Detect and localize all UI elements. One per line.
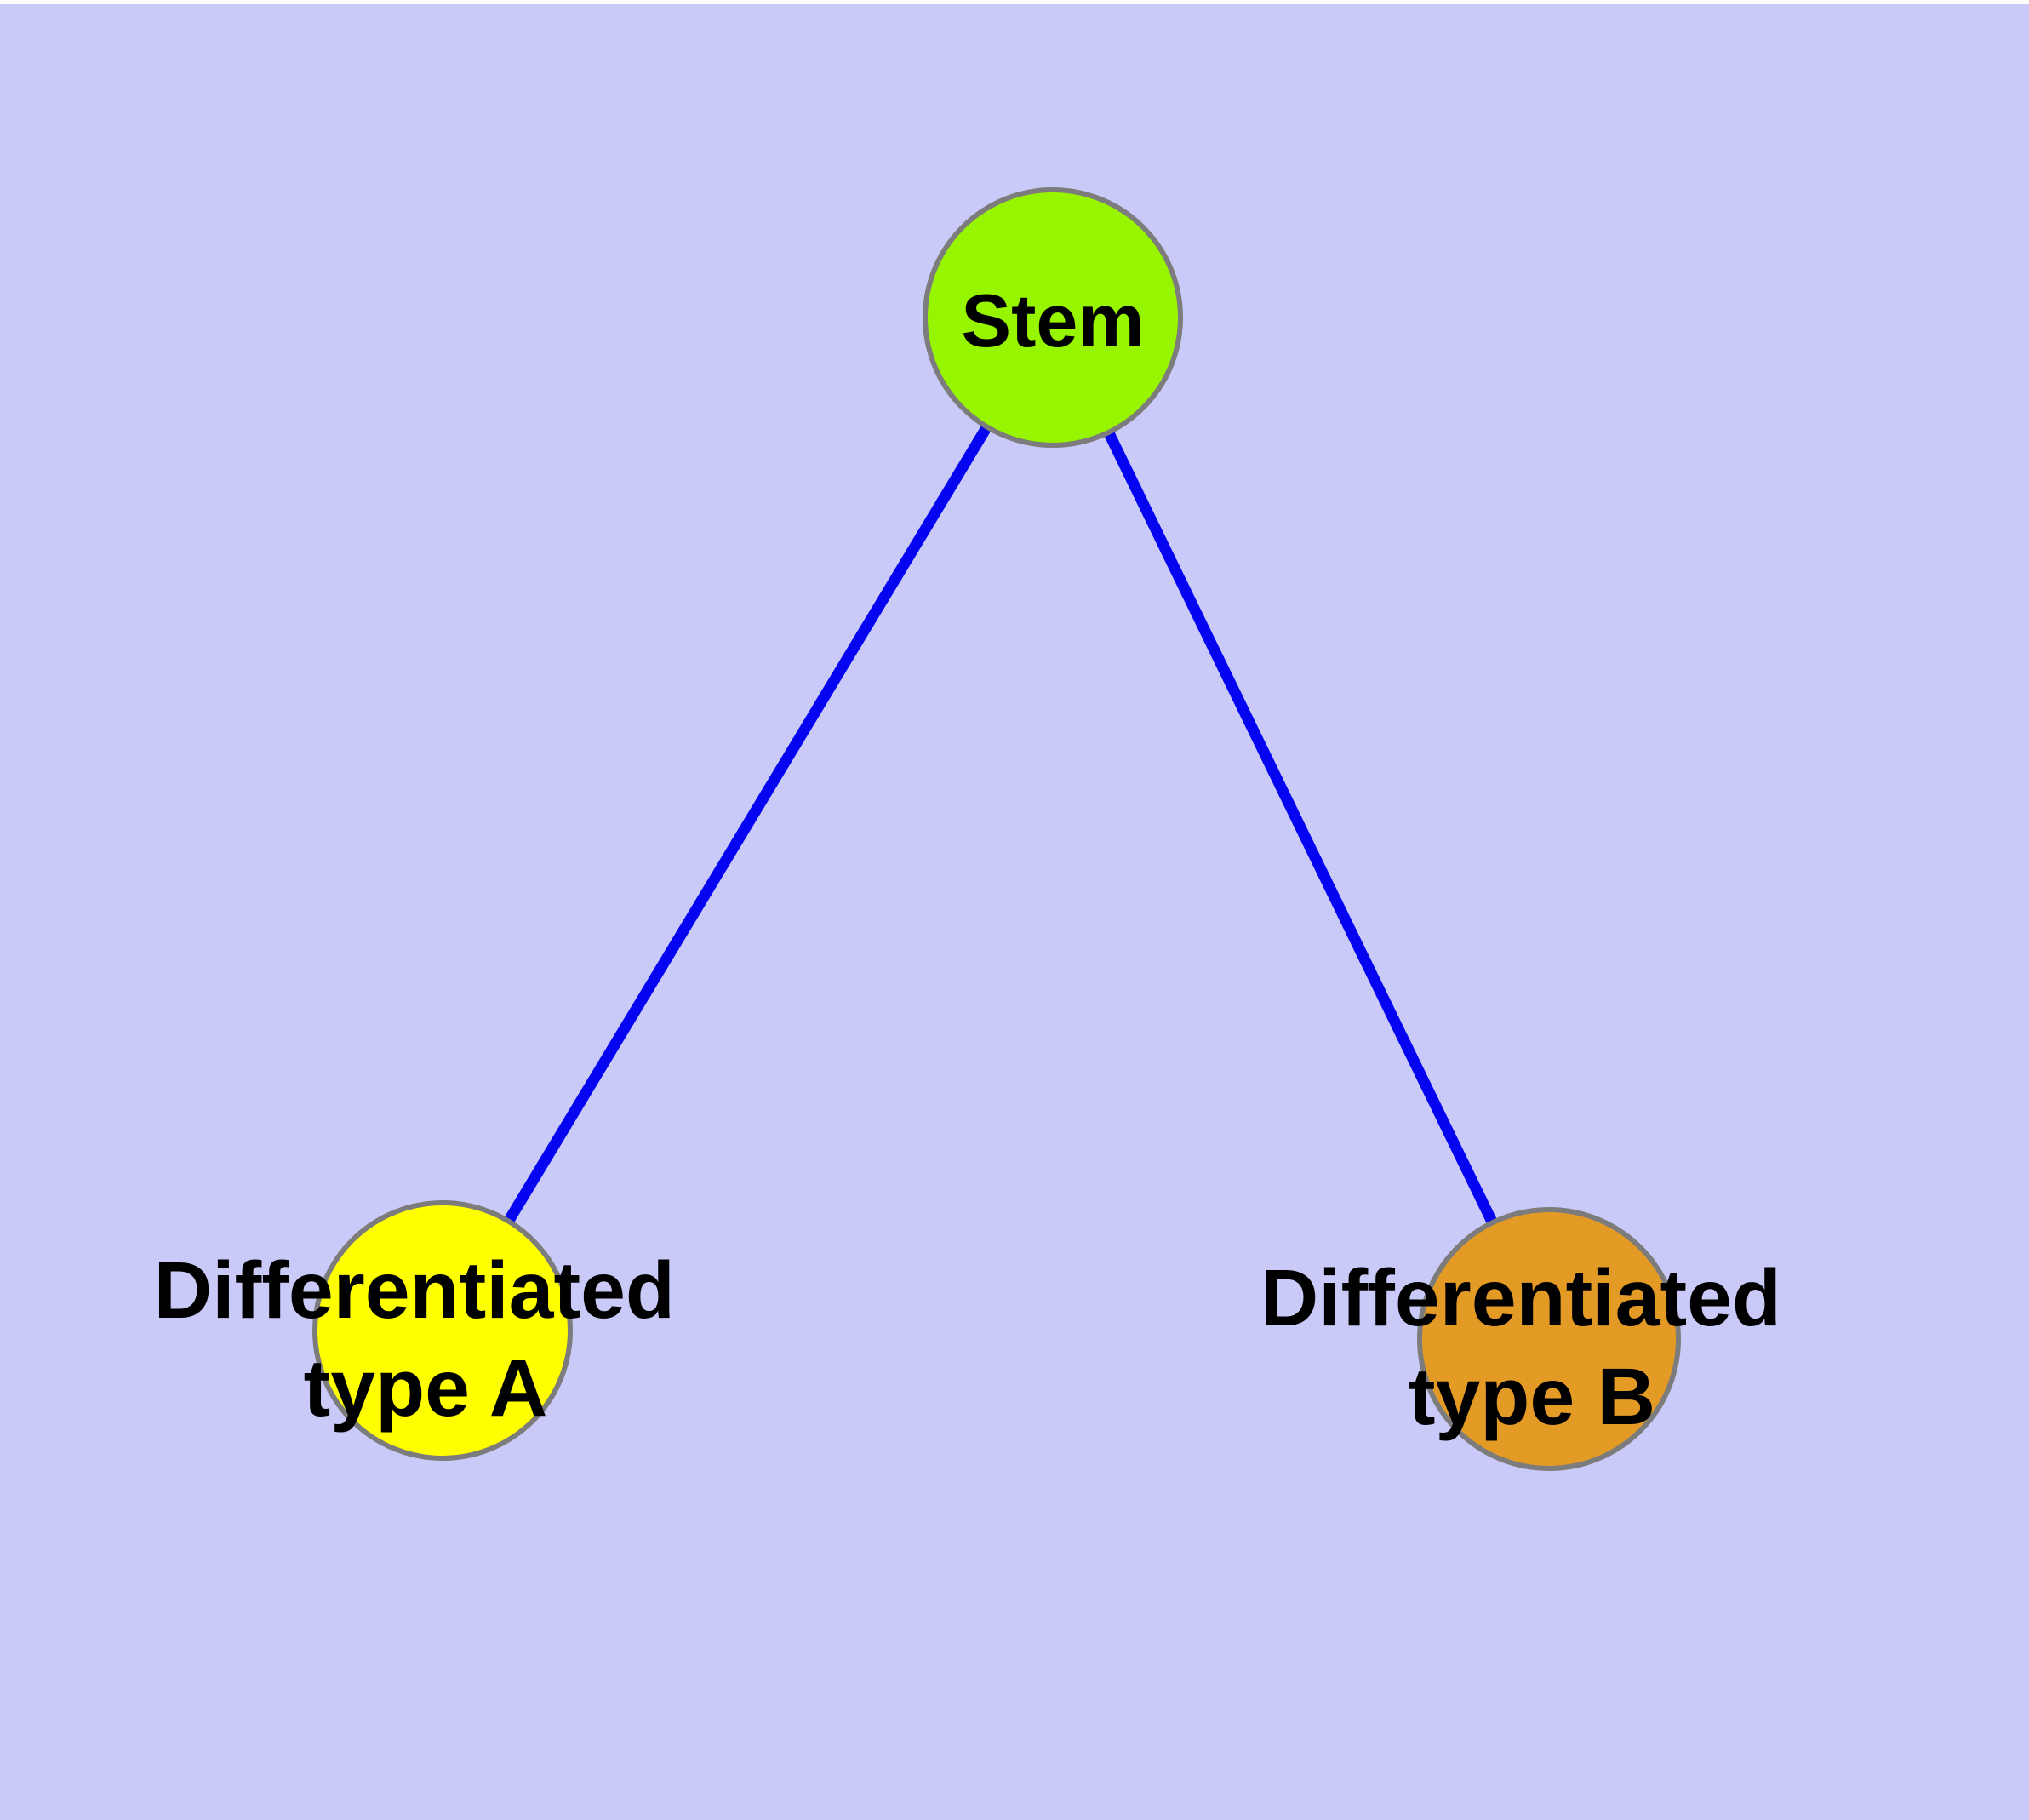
node-type-b-label: Differentiated type B <box>1260 1253 1804 1442</box>
node-type-a <box>312 1200 573 1461</box>
edge-stem-to-type-a <box>437 314 1058 1334</box>
node-type-b-label-line2: type B <box>1409 1352 1655 1442</box>
node-type-a-label-line1: Differentiated <box>154 1245 675 1336</box>
node-type-b <box>1417 1207 1681 1471</box>
node-stem-label: Stem <box>961 278 1144 363</box>
node-type-b-label-line1: Differentiated <box>1260 1253 1781 1343</box>
edge-stem-to-type-b <box>1048 315 1554 1342</box>
node-stem <box>923 187 1183 448</box>
node-type-a-label-line2: type A <box>304 1343 548 1434</box>
node-type-a-label: Differentiated type A <box>154 1245 698 1434</box>
